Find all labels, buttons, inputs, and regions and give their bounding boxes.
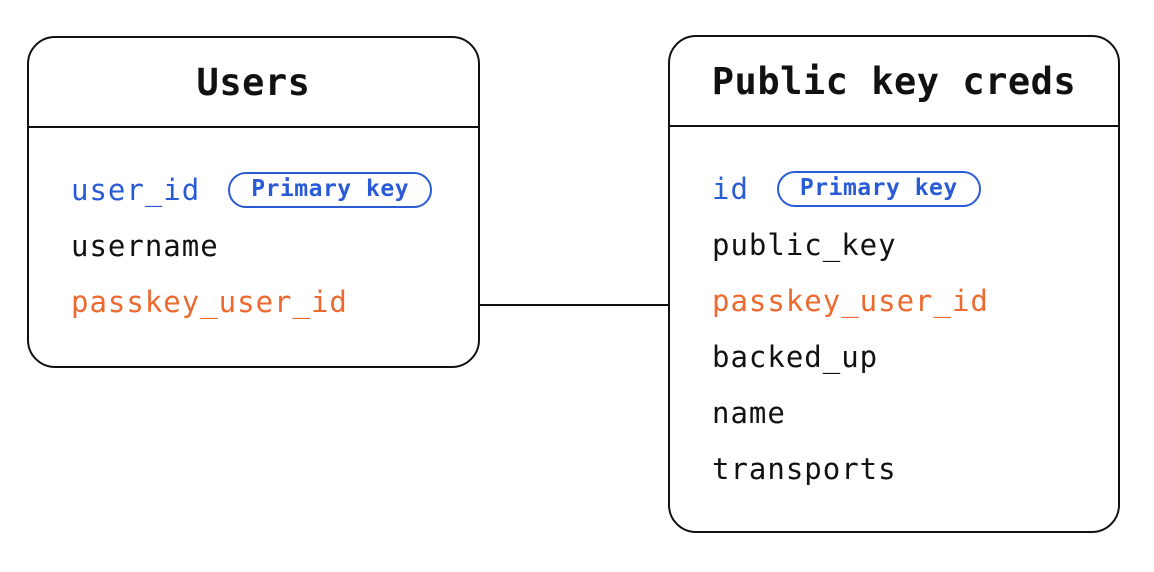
field-name-backed-up: backed_up (712, 340, 879, 374)
field-row-public-key: public_key (712, 217, 1118, 273)
table-users-title: Users (29, 38, 478, 128)
field-name-public-key: public_key (712, 228, 897, 262)
table-public-key-creds-title: Public key creds (670, 37, 1118, 127)
field-row-passkey-user-id: passkey_user_id (712, 273, 1118, 329)
field-row-id: id Primary key (712, 161, 1118, 217)
table-users: Users user_id Primary key username passk… (27, 36, 480, 368)
field-name-transports: transports (712, 452, 897, 486)
primary-key-badge: Primary key (228, 172, 433, 208)
field-name-name: name (712, 396, 786, 430)
relationship-line (480, 304, 668, 306)
field-name-passkey-user-id: passkey_user_id (712, 284, 989, 318)
field-name-username: username (71, 229, 219, 263)
field-row-username: username (71, 218, 478, 274)
field-row-passkey-user-id: passkey_user_id (71, 274, 478, 330)
table-public-key-creds: Public key creds id Primary key public_k… (668, 35, 1120, 533)
table-users-fields: user_id Primary key username passkey_use… (29, 128, 478, 330)
field-row-name: name (712, 385, 1118, 441)
field-row-backed-up: backed_up (712, 329, 1118, 385)
field-name-passkey-user-id: passkey_user_id (71, 285, 348, 319)
primary-key-badge: Primary key (776, 171, 981, 207)
field-row-user-id: user_id Primary key (71, 162, 478, 218)
table-public-key-creds-fields: id Primary key public_key passkey_user_i… (670, 127, 1118, 497)
field-name-user-id: user_id (71, 173, 201, 207)
field-name-id: id (712, 172, 749, 206)
field-row-transports: transports (712, 441, 1118, 497)
